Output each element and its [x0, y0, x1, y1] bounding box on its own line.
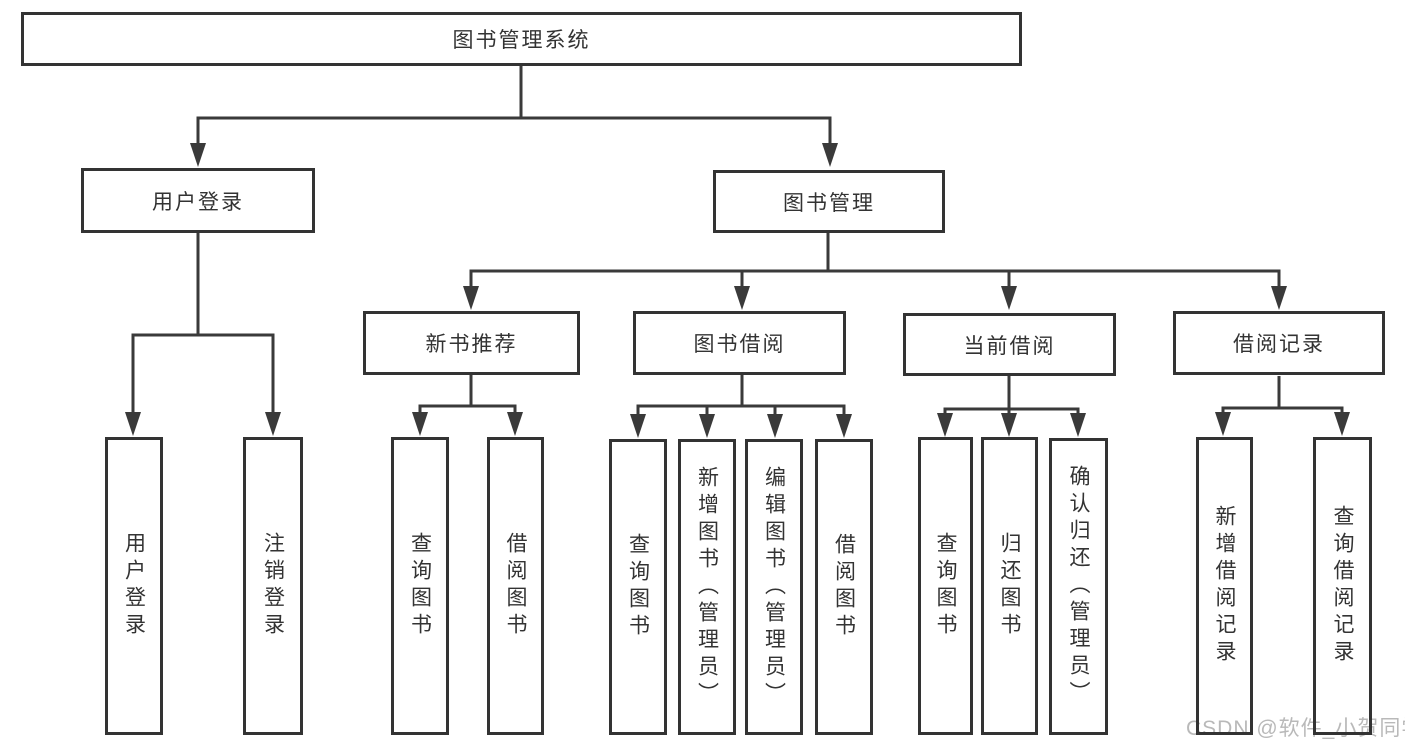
leaf-add-book-admin-label: 新增图书（管理员） — [695, 465, 719, 709]
leaf-query-books-recommend-label: 查询图书 — [408, 532, 432, 640]
csdn-watermark: CSDN @软件_小贺同学 — [1186, 717, 1405, 740]
leaf-borrow-books-recommend: 借阅图书 — [487, 437, 544, 735]
leaf-borrow-books-recommend-label: 借阅图书 — [504, 532, 527, 640]
leaf-add-borrow-record-label: 新增借阅记录 — [1213, 505, 1236, 667]
leaf-query-books-current-label: 查询图书 — [934, 532, 957, 640]
leaf-query-borrow-record-label: 查询借阅记录 — [1331, 505, 1354, 667]
node-root: 图书管理系统 — [21, 12, 1022, 66]
node-current-borrowing: 当前借阅 — [903, 313, 1116, 376]
leaf-query-books-recommend: 查询图书 — [391, 437, 449, 735]
node-user-login: 用户登录 — [81, 168, 315, 233]
leaf-return-books-label: 归还图书 — [998, 532, 1021, 640]
node-book-management-label: 图书管理 — [783, 191, 875, 215]
node-new-book-recommend: 新书推荐 — [363, 311, 580, 375]
leaf-query-books-borrowing-label: 查询图书 — [626, 533, 650, 641]
leaf-query-books-current: 查询图书 — [918, 437, 973, 735]
leaf-user-login-label: 用户登录 — [122, 532, 146, 640]
leaf-borrow-books-borrowing-label: 借阅图书 — [832, 533, 856, 641]
leaf-edit-book-admin-label: 编辑图书（管理员） — [762, 465, 786, 709]
leaf-query-borrow-record: 查询借阅记录 — [1313, 437, 1372, 735]
node-current-borrowing-label: 当前借阅 — [963, 334, 1056, 358]
node-book-management: 图书管理 — [713, 170, 945, 233]
node-root-label: 图书管理系统 — [452, 29, 591, 52]
node-new-book-recommend-label: 新书推荐 — [425, 333, 518, 356]
arrow-down-icons — [125, 143, 1350, 438]
node-borrow-records-label: 借阅记录 — [1233, 333, 1325, 356]
leaf-logout: 注销登录 — [243, 437, 303, 735]
leaf-add-book-admin: 新增图书（管理员） — [678, 439, 736, 735]
leaf-borrow-books-borrowing: 借阅图书 — [815, 439, 873, 735]
leaf-return-books: 归还图书 — [981, 437, 1038, 735]
leaf-confirm-return-admin-label: 确认归还（管理员） — [1067, 465, 1090, 708]
leaf-edit-book-admin: 编辑图书（管理员） — [745, 439, 803, 735]
leaf-add-borrow-record: 新增借阅记录 — [1196, 437, 1253, 735]
node-borrow-records: 借阅记录 — [1173, 311, 1385, 375]
node-user-login-label: 用户登录 — [152, 190, 244, 214]
node-book-borrowing: 图书借阅 — [633, 311, 846, 375]
leaf-query-books-borrowing: 查询图书 — [609, 439, 667, 735]
leaf-confirm-return-admin: 确认归还（管理员） — [1049, 438, 1108, 735]
leaf-logout-label: 注销登录 — [261, 532, 285, 640]
leaf-user-login: 用户登录 — [105, 437, 163, 735]
node-book-borrowing-label: 图书借阅 — [693, 333, 786, 356]
